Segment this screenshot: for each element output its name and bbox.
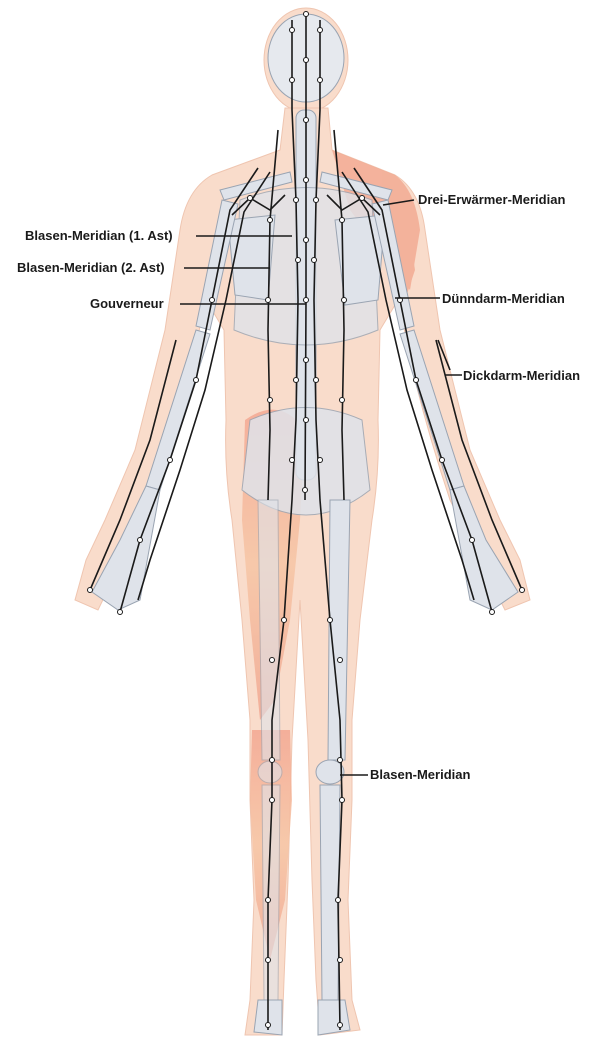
label-blasen-meridian: Blasen-Meridian	[370, 767, 470, 783]
label-blasen-meridian-2-ast: Blasen-Meridian (2. Ast)	[17, 260, 165, 276]
label-blasen-meridian-1-ast: Blasen-Meridian (1. Ast)	[25, 228, 173, 244]
label-drei-erwaermer-meridian: Drei-Erwärmer-Meridian	[418, 192, 565, 208]
label-gouverneur: Gouverneur	[90, 296, 164, 312]
label-duenndarm-meridian: Dünndarm-Meridian	[442, 291, 565, 307]
label-dickdarm-meridian: Dickdarm-Meridian	[463, 368, 580, 384]
